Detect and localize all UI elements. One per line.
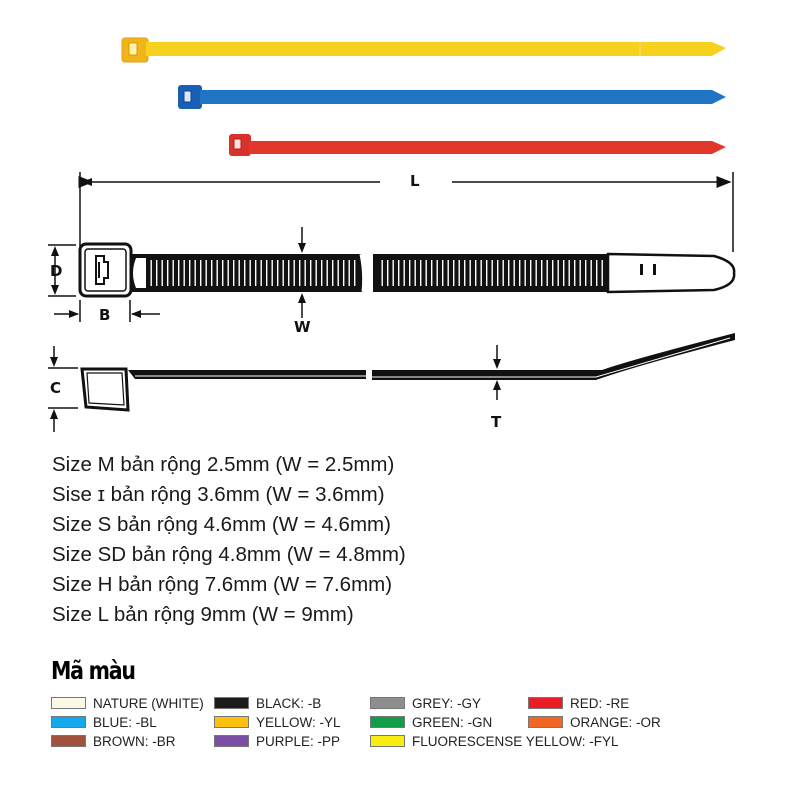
head-depth-label: D bbox=[50, 262, 63, 280]
spec-size-i: Sise ɪ bản rộng 3.6mm (W = 3.6mm) bbox=[52, 483, 385, 506]
legend-label: PURPLE: -PP bbox=[256, 733, 341, 749]
strap-width-label: W bbox=[294, 318, 311, 336]
color-swatch bbox=[214, 697, 249, 709]
thickness-label: T bbox=[491, 413, 502, 431]
legend-item-black: BLACK: -B bbox=[214, 694, 321, 712]
color-swatch bbox=[51, 716, 86, 728]
legend-item-yellow: YELLOW: -YL bbox=[214, 713, 341, 731]
legend-label: GREY: -GY bbox=[412, 695, 482, 711]
spec-size-m: Size M bản rộng 2.5mm (W = 2.5mm) bbox=[52, 453, 395, 476]
color-swatch bbox=[370, 716, 405, 728]
length-dimension bbox=[78, 172, 734, 252]
legend-label: RED: -RE bbox=[570, 695, 630, 711]
legend-label: FLUORESCENSE YELLOW: -FYL bbox=[412, 733, 619, 749]
legend-item-brown: BROWN: -BR bbox=[51, 732, 176, 750]
color-swatch bbox=[51, 735, 86, 747]
head-height-dimension bbox=[48, 346, 78, 432]
legend-label: BLACK: -B bbox=[256, 695, 322, 711]
head-width-label: B bbox=[99, 306, 111, 324]
legend-item-blue: BLUE: -BL bbox=[51, 713, 157, 731]
legend-label: NATURE (WHITE) bbox=[93, 695, 204, 711]
legend-item-purple: PURPLE: -PP bbox=[214, 732, 340, 750]
thickness-dimension bbox=[493, 345, 501, 400]
legend-label: YELLOW: -YL bbox=[256, 714, 341, 730]
red-cable-tie bbox=[229, 134, 726, 156]
tie-side-view bbox=[80, 333, 735, 412]
legend-item-fluorescent-yellow: FLUORESCENSE YELLOW: -FYL bbox=[370, 732, 619, 750]
dimension-drawing bbox=[48, 172, 736, 432]
spec-size-l: Size L bản rộng 9mm (W = 9mm) bbox=[52, 603, 354, 626]
color-swatch bbox=[528, 697, 563, 709]
color-swatch bbox=[370, 697, 405, 709]
color-swatch bbox=[51, 697, 86, 709]
yellow-cable-tie bbox=[121, 37, 726, 63]
color-swatch bbox=[214, 735, 249, 747]
legend-label: GREEN: -GN bbox=[412, 714, 493, 730]
legend-item-red: RED: -RE bbox=[528, 694, 629, 712]
head-width-dimension bbox=[54, 300, 160, 322]
legend-item-nature: NATURE (WHITE) bbox=[51, 694, 204, 712]
spec-size-sd: Size SD bản rộng 4.8mm (W = 4.8mm) bbox=[52, 543, 406, 566]
length-label: L bbox=[410, 172, 420, 190]
legend-title: Mã màu bbox=[51, 656, 136, 685]
legend-item-green: GREEN: -GN bbox=[370, 713, 492, 731]
head-depth-dimension bbox=[48, 244, 76, 297]
spec-size-h: Size H bản rộng 7.6mm (W = 7.6mm) bbox=[52, 573, 393, 596]
size-spec-list: Size M bản rộng 2.5mm (W = 2.5mm) Sise ɪ… bbox=[52, 450, 406, 630]
head-height-label: C bbox=[50, 379, 62, 397]
color-swatch bbox=[370, 735, 405, 747]
tie-top-view bbox=[78, 242, 736, 298]
color-swatch bbox=[214, 716, 249, 728]
legend-label: BLUE: -BL bbox=[93, 714, 157, 730]
legend-item-orange: ORANGE: -OR bbox=[528, 713, 661, 731]
legend-item-grey: GREY: -GY bbox=[370, 694, 481, 712]
spec-size-s: Size S bản rộng 4.6mm (W = 4.6mm) bbox=[52, 513, 391, 536]
strap-width-dimension bbox=[298, 227, 306, 318]
legend-label: ORANGE: -OR bbox=[570, 714, 661, 730]
blue-cable-tie bbox=[178, 85, 726, 109]
legend-label: BROWN: -BR bbox=[93, 733, 176, 749]
color-swatch bbox=[528, 716, 563, 728]
cable-ties-illustration bbox=[121, 37, 726, 156]
